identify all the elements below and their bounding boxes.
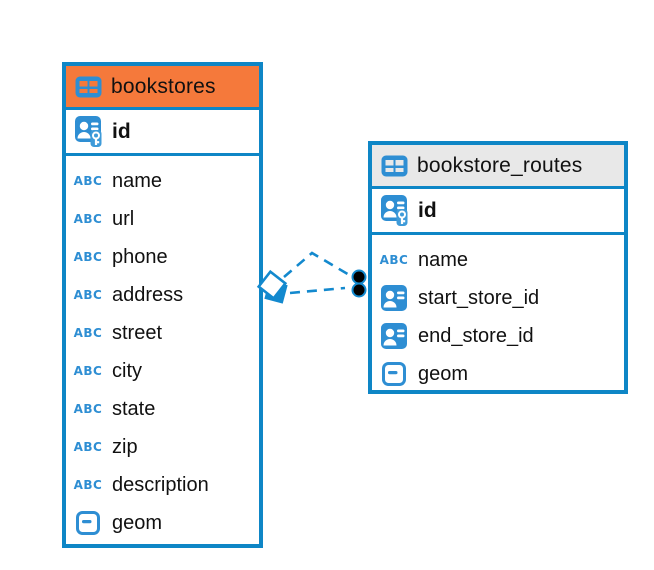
column-row-phone[interactable]: ABC phone: [74, 238, 251, 276]
column-name: url: [112, 207, 135, 230]
columns-list: ABC name start_store_id: [372, 235, 624, 395]
table-icon: [74, 76, 102, 98]
column-name: end_store_id: [418, 324, 534, 347]
abc-icon: ABC: [73, 250, 103, 264]
column-name: phone: [112, 245, 168, 268]
id-key-icon: [380, 195, 408, 226]
table-bookstores[interactable]: bookstores id ABC name ABC url: [62, 62, 263, 548]
column-name: geom: [418, 362, 469, 385]
relation-line-end-store-id[interactable]: [289, 286, 346, 295]
column-row-geom[interactable]: geom: [74, 504, 251, 542]
column-row-zip[interactable]: ABC zip: [74, 428, 251, 466]
column-row-description[interactable]: ABC description: [74, 466, 251, 504]
column-row-end-store-id[interactable]: end_store_id: [380, 317, 616, 355]
geometry-icon: [380, 362, 408, 386]
abc-icon: ABC: [379, 253, 409, 267]
column-row-state[interactable]: ABC state: [74, 390, 251, 428]
abc-icon: ABC: [73, 212, 103, 226]
column-row-url[interactable]: ABC url: [74, 200, 251, 238]
pk-column-name: id: [418, 198, 437, 222]
table-bookstores-header[interactable]: bookstores: [66, 66, 259, 110]
relation-endpoint-dot[interactable]: [351, 269, 367, 285]
column-row-start-store-id[interactable]: start_store_id: [380, 279, 616, 317]
relation-line-start-store-id[interactable]: [283, 251, 352, 278]
pk-row-id[interactable]: id: [372, 189, 624, 235]
table-name: bookstore_routes: [417, 153, 583, 177]
abc-icon: ABC: [73, 326, 103, 340]
abc-icon: ABC: [73, 440, 103, 454]
columns-list: ABC name ABC url ABC phone ABC address A…: [66, 156, 259, 544]
column-name: name: [112, 169, 163, 192]
column-row-geom[interactable]: geom: [380, 355, 616, 393]
abc-icon: ABC: [73, 364, 103, 378]
column-name: start_store_id: [418, 286, 540, 309]
abc-icon: ABC: [73, 288, 103, 302]
column-name: street: [112, 321, 163, 344]
table-icon: [380, 155, 408, 177]
column-name: address: [112, 283, 184, 306]
id-card-icon: [380, 285, 408, 311]
id-card-icon: [380, 323, 408, 349]
abc-icon: ABC: [73, 174, 103, 188]
abc-icon: ABC: [73, 478, 103, 492]
id-key-icon: [74, 116, 102, 147]
relation-source-handle[interactable]: [256, 269, 288, 304]
column-row-city[interactable]: ABC city: [74, 352, 251, 390]
column-row-name[interactable]: ABC name: [74, 162, 251, 200]
abc-icon: ABC: [73, 402, 103, 416]
geometry-icon: [74, 511, 102, 535]
column-name: geom: [112, 511, 163, 534]
column-name: name: [418, 248, 469, 271]
column-name: zip: [112, 435, 138, 458]
column-name: city: [112, 359, 142, 382]
table-bookstore-routes[interactable]: bookstore_routes id ABC name: [368, 141, 628, 394]
column-row-street[interactable]: ABC street: [74, 314, 251, 352]
pk-column-name: id: [112, 119, 131, 143]
column-row-name[interactable]: ABC name: [380, 241, 616, 279]
column-row-address[interactable]: ABC address: [74, 276, 251, 314]
table-bookstore-routes-header[interactable]: bookstore_routes: [372, 145, 624, 189]
column-name: description: [112, 473, 209, 496]
table-name: bookstores: [111, 74, 216, 98]
relation-endpoint-dot[interactable]: [351, 282, 367, 298]
pk-row-id[interactable]: id: [66, 110, 259, 156]
column-name: state: [112, 397, 156, 420]
